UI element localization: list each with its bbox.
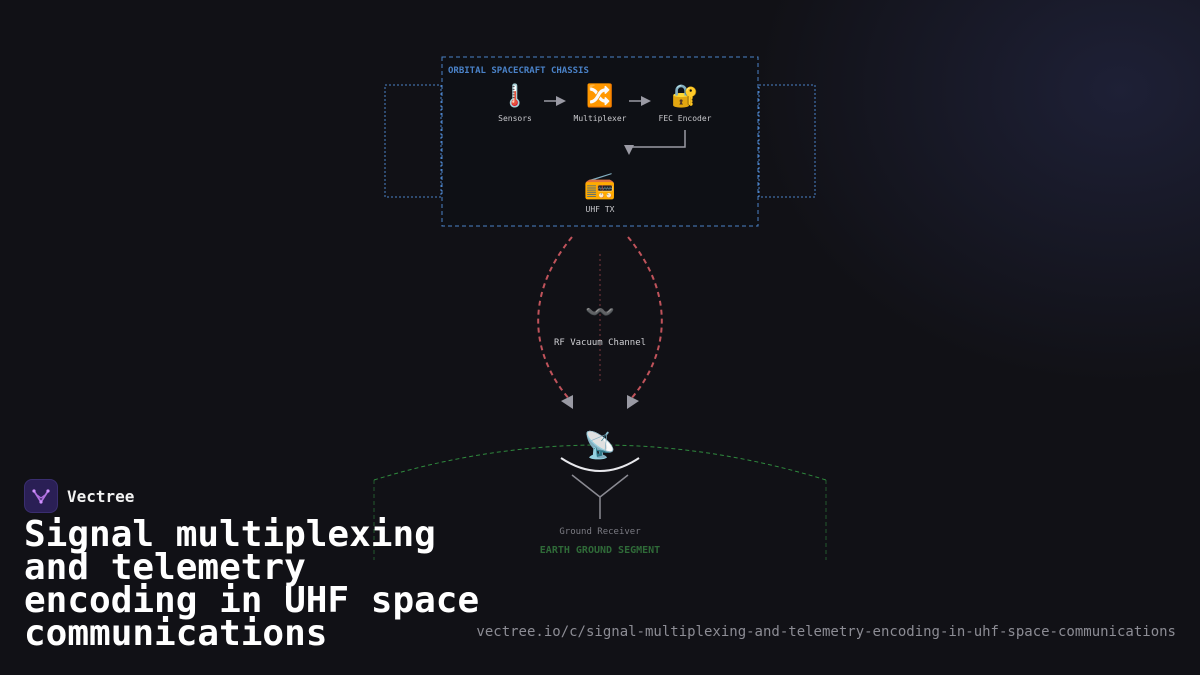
multiplexer-label: Multiplexer <box>574 114 627 123</box>
ground-receiver-label: Ground Receiver <box>559 527 641 537</box>
chassis-title: ORBITAL SPACECRAFT CHASSIS <box>448 66 589 76</box>
brand-name: Vectree <box>67 486 135 506</box>
thermometer-icon: 🌡️ <box>501 83 528 109</box>
signal-arc-left <box>537 236 573 401</box>
brand[interactable]: Vectree <box>24 479 134 513</box>
wave-icon: 〰️ <box>585 298 615 326</box>
dish-mount <box>571 474 629 519</box>
radio-icon: 📻 <box>584 171 616 201</box>
spacecraft-chassis-box <box>441 56 759 227</box>
rf-channel-label: RF Vacuum Channel <box>554 338 646 348</box>
sensors-label: Sensors <box>498 114 532 123</box>
satellite-dish-icon: 📡 <box>584 428 616 461</box>
vectree-logo-icon <box>24 479 58 513</box>
solar-panel-right <box>758 84 816 198</box>
uhf-tx-label: UHF TX <box>586 205 615 214</box>
ground-segment-label: EARTH GROUND SEGMENT <box>540 545 660 556</box>
fec-encoder-label: FEC Encoder <box>659 114 712 123</box>
arrow-encoder-to-transmitter <box>624 130 686 155</box>
earth-horizon-arc <box>373 444 827 481</box>
lock-with-key-icon: 🔐 <box>671 84 698 109</box>
dish-reflector <box>560 457 640 472</box>
signal-arrowhead-right <box>627 395 639 409</box>
signal-arrowhead-left <box>561 395 573 409</box>
signal-arc-right <box>627 236 663 401</box>
shuffle-icon: 🔀 <box>586 83 613 109</box>
page-title: Signal multiplexing and telemetry encodi… <box>24 514 480 654</box>
page-url[interactable]: vectree.io/c/signal-multiplexing-and-tel… <box>476 624 1176 640</box>
solar-panel-left <box>384 84 442 198</box>
